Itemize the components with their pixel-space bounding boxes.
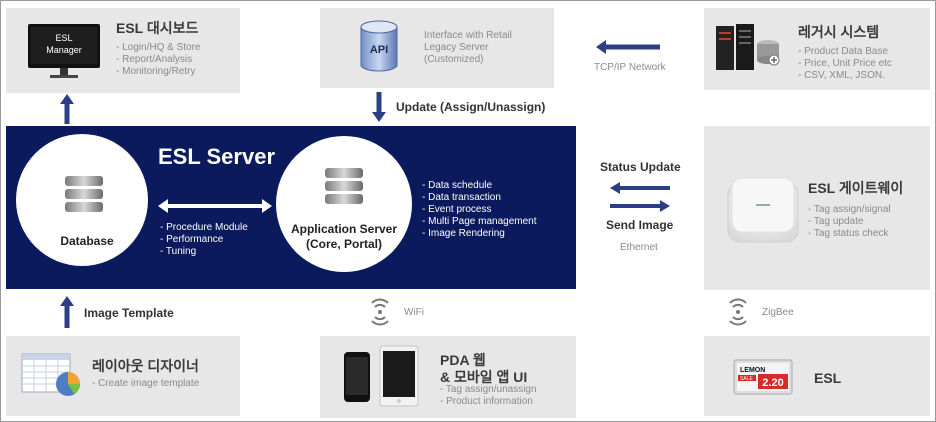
procedure-items: - Procedure Module - Performance - Tunin… [160, 222, 248, 258]
pda-item: - Tag assign/unassign [440, 384, 537, 395]
legacy-item: - Product Data Base [798, 46, 889, 57]
spreadsheet-chart-icon [21, 353, 80, 396]
tablet-icon [379, 345, 419, 407]
status-update-label: Status Update [600, 160, 681, 174]
database-icon [65, 176, 103, 212]
double-arrow-db-app [158, 199, 272, 213]
dashboard-items: - Login/HQ & Store - Report/Analysis - M… [116, 42, 200, 78]
app-item: - Image Rendering [422, 228, 505, 239]
api-desc-line: Interface with Retail [424, 30, 512, 41]
app-database-icon [325, 168, 363, 204]
pda-title-1: PDA 웹 [440, 352, 486, 368]
procedure-item: - Tuning [160, 246, 197, 257]
gateway-item: - Tag assign/signal [808, 204, 891, 215]
image-template-label: Image Template [84, 306, 174, 320]
esl-tag-icon: LEMON SALE 2.20 [733, 359, 793, 395]
api-box [320, 8, 554, 88]
wifi-label: WiFi [404, 307, 424, 318]
gateway-items: - Tag assign/signal - Tag update - Tag s… [808, 204, 891, 240]
arrow-up-to-dashboard [60, 94, 74, 124]
database-label: Database [60, 234, 114, 248]
dashboard-item: - Login/HQ & Store [116, 42, 201, 53]
wifi-icon [371, 298, 389, 326]
legacy-item: - CSV, XML, JSON. [798, 70, 885, 81]
app-item: - Data schedule [422, 180, 493, 191]
app-items: - Data schedule - Data transaction - Eve… [422, 180, 537, 240]
tcpip-label: TCP/IP Network [594, 62, 666, 73]
gateway-device-icon [727, 177, 799, 243]
layout-designer-items: - Create image template [92, 378, 199, 390]
app-server-label-1: Application Server [290, 222, 398, 236]
app-server-label-2: (Core, Portal) [305, 237, 382, 251]
ethernet-label: Ethernet [620, 242, 658, 253]
esl-server-title: ESL Server [158, 144, 276, 169]
gateway-item: - Tag update [808, 216, 864, 227]
send-image-label: Send Image [606, 218, 674, 232]
app-item: - Data transaction [422, 192, 501, 203]
layout-designer-item: - Create image template [92, 378, 200, 389]
arrow-up-image-template [60, 296, 74, 328]
api-icon-label: API [370, 44, 388, 56]
api-desc: Interface with Retail Legacy Server (Cus… [424, 30, 512, 66]
arrow-left-tcpip [596, 40, 660, 54]
esl-tag-sale: SALE [740, 376, 753, 382]
api-desc-line: Legacy Server [424, 42, 489, 53]
pda-title-2: & 모바일 앱 UI [440, 369, 528, 385]
zigbee-label: ZigBee [762, 307, 794, 318]
smartphone-icon [344, 352, 370, 402]
server-rack-icon [716, 24, 780, 70]
dashboard-item: - Monitoring/Retry [116, 66, 196, 77]
arrow-left-status [610, 182, 670, 194]
app-item: - Multi Page management [422, 216, 537, 227]
gateway-title: ESL 게이트웨이 [808, 180, 904, 196]
dashboard-item: - Report/Analysis [116, 54, 193, 65]
legacy-item: - Price, Unit Price etc [798, 58, 892, 69]
esl-title: ESL [814, 370, 842, 386]
database-circle [16, 134, 148, 266]
monitor-text-2: Manager [46, 45, 82, 55]
procedure-item: - Procedure Module [160, 222, 248, 233]
app-item: - Event process [422, 204, 492, 215]
esl-tag-brand: LEMON [740, 367, 765, 374]
api-desc-line: (Customized) [424, 54, 484, 65]
zigbee-icon [729, 298, 747, 326]
procedure-item: - Performance [160, 234, 224, 245]
pda-item: - Product information [440, 396, 533, 407]
monitor-text-1: ESL [55, 33, 72, 43]
dashboard-title: ESL 대시보드 [116, 20, 199, 36]
legacy-title: 레거시 시스템 [798, 24, 880, 40]
esl-tag-price: 2.20 [762, 377, 783, 389]
legacy-items: - Product Data Base - Price, Unit Price … [798, 46, 892, 82]
monitor-icon: ESL Manager [28, 24, 100, 78]
update-label: Update (Assign/Unassign) [396, 100, 546, 114]
arrow-right-send [610, 200, 670, 212]
gateway-item: - Tag status check [808, 228, 889, 239]
layout-designer-title: 레이아웃 디자이너 [92, 358, 199, 374]
arrow-down-update [372, 92, 386, 122]
pda-items: - Tag assign/unassign - Product informat… [440, 384, 537, 408]
api-database-icon: API [360, 20, 398, 72]
